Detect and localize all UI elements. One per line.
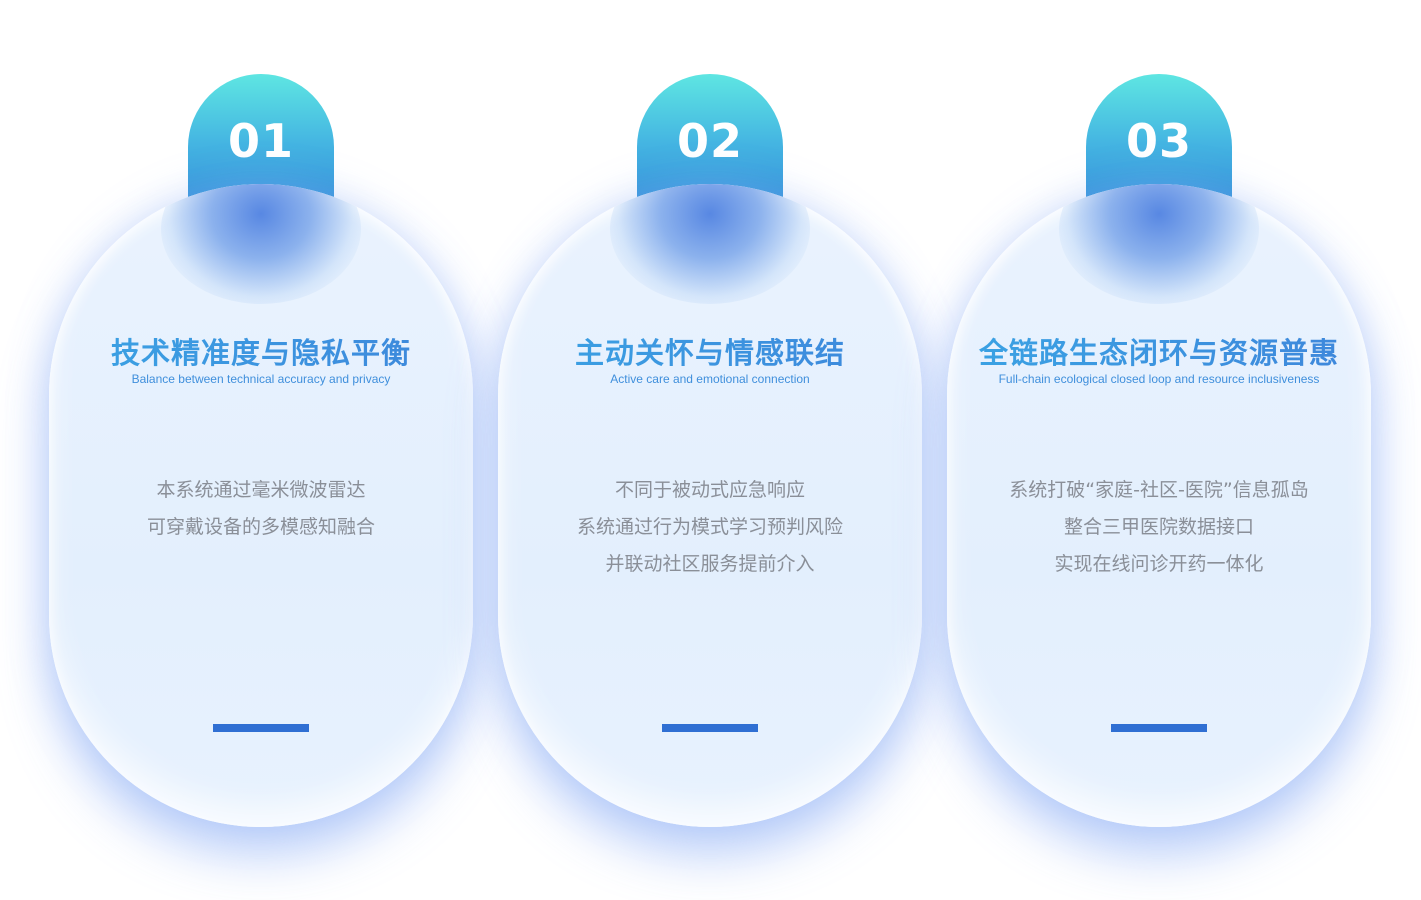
accent-bar (1111, 724, 1207, 732)
card-glow-decoration (610, 184, 810, 304)
card-glow-decoration (161, 184, 361, 304)
card-title: 主动关怀与情感联结 (498, 330, 922, 372)
card-body: 主动关怀与情感联结 Active care and emotional conn… (498, 184, 922, 827)
card-subtitle: Active care and emotional connection (610, 372, 810, 386)
card-glow-decoration (1059, 184, 1259, 304)
feature-card-3: 03 全链路生态闭环与资源普惠 Full-chain ecological cl… (947, 0, 1371, 900)
card-body: 技术精准度与隐私平衡 Balance between technical acc… (49, 184, 473, 827)
card-number: 02 (676, 114, 743, 168)
description-line: 并联动社区服务提前介入 (605, 553, 815, 575)
card-title: 技术精准度与隐私平衡 (49, 330, 473, 372)
card-subtitle: Full-chain ecological closed loop and re… (998, 372, 1320, 386)
description-line: 整合三甲医院数据接口 (1063, 516, 1254, 538)
description-line: 系统打破“家庭-社区-医院”信息孤岛 (1009, 479, 1309, 501)
card-title: 全链路生态闭环与资源普惠 (947, 330, 1371, 372)
card-subtitle: Balance between technical accuracy and p… (131, 372, 391, 386)
description-line: 系统通过行为模式学习预判风险 (576, 516, 843, 538)
feature-card-1: 01 技术精准度与隐私平衡 Balance between technical … (49, 0, 473, 900)
description-line: 本系统通过毫米微波雷达 (156, 479, 366, 501)
description-line: 不同于被动式应急响应 (614, 479, 805, 501)
accent-bar (213, 724, 309, 732)
card-description: 本系统通过毫米微波雷达 可穿戴设备的多模感知融合 (49, 472, 473, 546)
description-line: 可穿戴设备的多模感知融合 (146, 516, 375, 538)
card-number: 01 (227, 114, 294, 168)
feature-card-2: 02 主动关怀与情感联结 Active care and emotional c… (498, 0, 922, 900)
card-body: 全链路生态闭环与资源普惠 Full-chain ecological close… (947, 184, 1371, 827)
card-number: 03 (1125, 114, 1192, 168)
description-line: 实现在线问诊开药一体化 (1054, 553, 1264, 575)
card-description: 系统打破“家庭-社区-医院”信息孤岛 整合三甲医院数据接口 实现在线问诊开药一体… (947, 472, 1371, 583)
card-description: 不同于被动式应急响应 系统通过行为模式学习预判风险 并联动社区服务提前介入 (498, 472, 922, 583)
accent-bar (662, 724, 758, 732)
